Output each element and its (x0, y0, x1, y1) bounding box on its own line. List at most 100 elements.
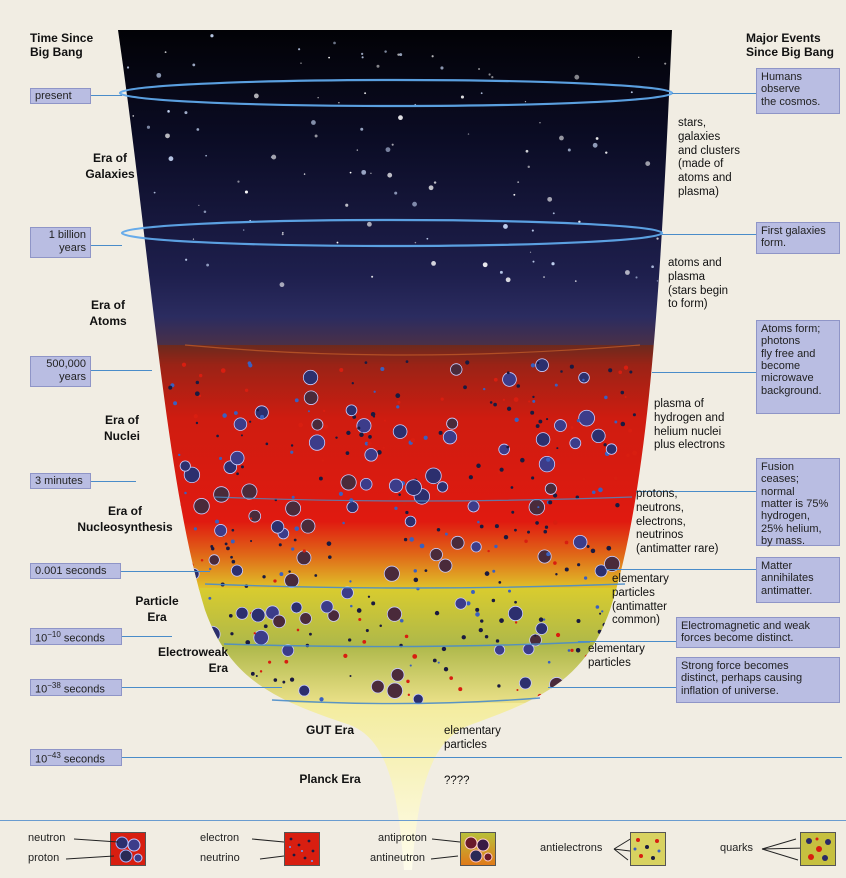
time-1e-43-seconds: 10−43 seconds (30, 749, 122, 766)
small-particle (168, 386, 172, 390)
small-particle (577, 563, 580, 566)
small-particle (543, 530, 547, 534)
small-particle (260, 670, 262, 672)
small-particle (560, 370, 562, 372)
small-particle (348, 638, 351, 641)
small-particle (279, 543, 282, 546)
star-dot (338, 102, 339, 103)
nucleon-particle (538, 550, 551, 563)
star-dot (491, 76, 493, 78)
small-particle (576, 648, 581, 653)
star-dot (635, 276, 637, 278)
time-1e-38-seconds: 10−38 seconds (30, 679, 122, 696)
star-dot (156, 73, 161, 78)
star-dot (206, 264, 209, 267)
small-particle (396, 405, 399, 408)
star-dot (282, 232, 284, 234)
small-particle (290, 678, 294, 682)
era-planck: Planck Era (290, 771, 370, 787)
nucleon-particle (204, 626, 220, 642)
small-particle (196, 422, 198, 424)
nucleon-particle (303, 370, 317, 384)
star-dot (387, 173, 392, 178)
star-dot (165, 51, 167, 53)
nucleon-particle (231, 451, 245, 465)
small-particle (420, 544, 425, 549)
small-particle (335, 436, 337, 438)
small-particle (618, 370, 622, 374)
nucleon-particle (413, 694, 423, 704)
small-particle (537, 506, 539, 508)
small-particle (492, 599, 495, 602)
time-3-minutes: 3 minutes (30, 473, 91, 489)
small-particle (274, 678, 278, 682)
nucleon-particle (384, 566, 399, 581)
small-particle (357, 608, 362, 613)
small-particle (532, 400, 535, 403)
event-fusion-ceases: Fusion ceases; normal matter is 75% hydr… (756, 458, 840, 546)
small-particle (242, 692, 246, 696)
small-particle (534, 634, 536, 636)
small-particle (598, 488, 603, 493)
nucleon-particle (450, 364, 462, 376)
star-dot (282, 233, 284, 235)
small-particle (604, 443, 607, 446)
small-particle (628, 429, 632, 433)
star-dot (528, 166, 530, 168)
r-present-line (672, 93, 756, 94)
nucleon-particle (389, 479, 402, 492)
nucleon-particle (242, 484, 257, 499)
small-particle (570, 365, 574, 369)
small-particle (494, 378, 498, 382)
small-particle (527, 531, 530, 534)
nucleon-particle (495, 645, 505, 655)
small-particle (409, 537, 414, 542)
small-particle (625, 396, 627, 398)
nucleon-particle (341, 475, 356, 490)
small-particle (358, 618, 361, 621)
small-particle (442, 647, 446, 651)
star-dot (429, 185, 434, 190)
small-particle (368, 596, 370, 598)
small-particle (266, 443, 269, 446)
star-dot (412, 202, 417, 207)
star-dot (298, 48, 300, 50)
small-particle (553, 561, 557, 565)
nucleon-particle (550, 677, 564, 691)
star-dot (345, 204, 348, 207)
small-particle (633, 413, 636, 416)
small-particle (592, 491, 596, 495)
small-particle (587, 545, 590, 548)
star-dot (384, 50, 386, 52)
small-particle (511, 486, 514, 489)
present-line (90, 95, 122, 96)
legend-label-neutron: neutron (28, 832, 65, 844)
small-particle (499, 618, 504, 623)
nucleon-particle (297, 551, 311, 565)
small-particle (514, 529, 517, 532)
small-particle (570, 649, 573, 652)
small-particle (295, 398, 299, 402)
small-particle (599, 613, 601, 615)
small-particle (546, 552, 550, 556)
star-dot (415, 242, 416, 243)
small-particle (602, 623, 606, 627)
small-particle (449, 676, 453, 680)
star-dot (254, 94, 259, 99)
nucleon-particle (579, 372, 590, 383)
small-particle (496, 639, 499, 642)
small-particle (216, 435, 219, 438)
star-dot (360, 128, 363, 131)
star-dot (483, 262, 488, 267)
small-particle (584, 576, 587, 579)
small-particle (516, 689, 518, 691)
content-nucleosynthesis: protons, neutrons, electrons, neutrinos … (636, 488, 718, 557)
star-dot (311, 120, 316, 125)
star-dot (513, 194, 515, 196)
star-dot (205, 155, 207, 157)
nucleon-particle (405, 516, 416, 527)
star-dot (317, 97, 319, 99)
small-particle (479, 628, 483, 632)
time-500000: 500,000 years (30, 356, 91, 387)
small-particle (471, 590, 475, 594)
